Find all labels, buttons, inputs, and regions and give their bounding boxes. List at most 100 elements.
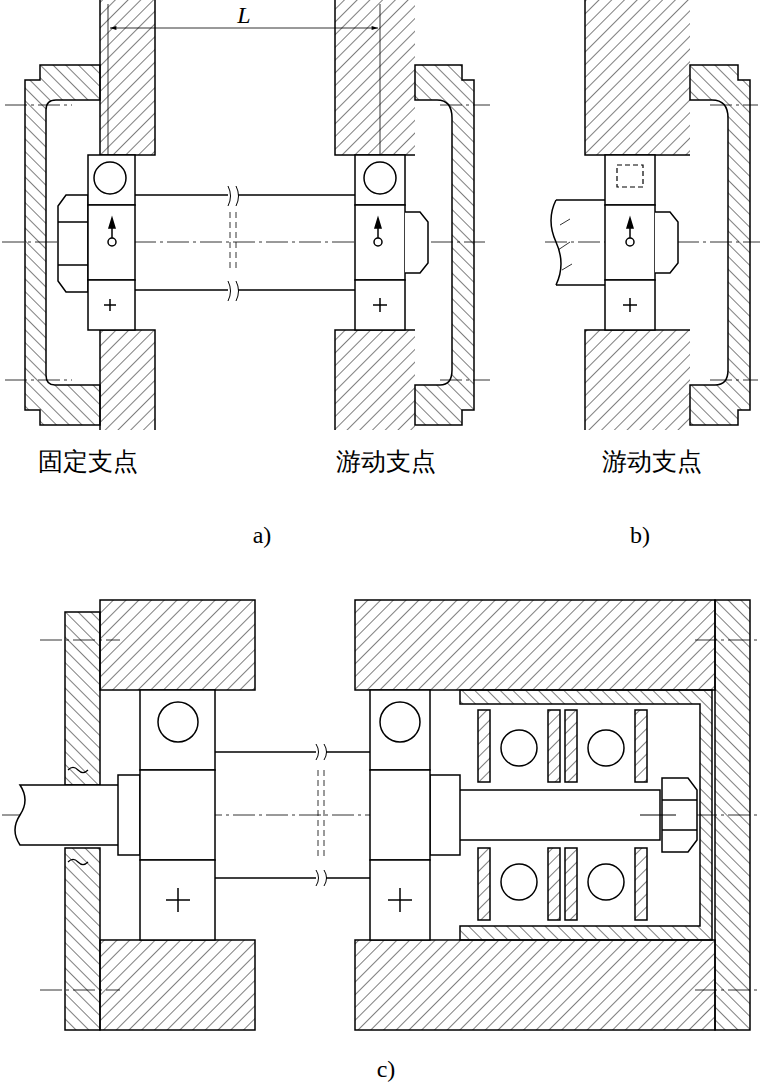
ball-bearing-part [355,155,405,205]
lock-nut-part [662,829,697,831]
lock-nut-part [58,221,88,223]
shaft [15,744,660,886]
ball-bearing-part [399,888,401,912]
roller-bearing-part [655,212,678,273]
roller-bearing-part [626,238,634,246]
shaft-part [551,200,561,285]
housing-wall [585,0,690,430]
thrust-bearing-part [548,848,560,920]
housing-wall-part [335,0,415,155]
housing-wall-part [585,330,690,430]
housing-wall-part [100,330,155,430]
ball-bearing-part [379,298,381,312]
end-cover-part [690,65,750,425]
shaft [551,200,605,285]
ball-bearing-part [375,218,381,228]
ball-bearing-part [405,212,428,273]
ball-bearing-part [355,205,405,280]
thrust-bearing-part [501,864,537,900]
housing-wall-part [355,940,715,1030]
shaft-part [228,186,239,301]
thrust-bearing-part [565,710,577,782]
roller-bearing [605,155,678,330]
figure-label: b) [630,522,650,548]
shaft-part [430,775,460,855]
shaft-part [135,289,228,291]
ball-bearing-part [94,162,126,194]
center-line [2,105,490,380]
housing-wall-part [585,330,690,430]
ball-bearing-part [88,280,135,330]
shaft-part [558,219,572,270]
housing-wall-part [100,330,155,430]
bearing-cup-part [460,690,712,940]
ball-bearing-part [109,218,115,228]
shaft-part [318,770,324,860]
lock-nut-part [58,264,88,266]
shaft [135,186,355,301]
housing-wall-part [585,0,690,155]
shaft-part [556,199,605,201]
ball-bearing-part [158,702,198,742]
thrust-bearing-part [548,710,560,782]
housing-wall-part [100,600,255,690]
ball-bearing [140,690,430,940]
lock-nut [58,195,88,292]
ball-bearing-part [108,238,116,246]
thrust-bearing-part [588,864,624,900]
shaft-part [230,212,236,272]
ball-bearing-part [374,238,382,246]
housing-wall [100,600,715,1030]
ball-bearing-part [364,162,396,194]
thrust-bearing-part [478,848,490,920]
ball-bearing-part [370,770,430,860]
housing-wall-part [100,0,155,155]
shaft-part [135,194,228,196]
shaft-part [238,194,355,196]
ball-bearing-part [177,888,179,912]
lock-nut [640,778,697,852]
roller-bearing-part [617,165,643,187]
ball-bearing [88,155,135,330]
roller-bearing-part [629,298,631,312]
ball-bearing-part [370,860,430,940]
housing-wall-part [585,0,690,155]
thrust-bearing-part [635,848,647,920]
roller-bearing-part [605,155,655,205]
end-cover-part [65,848,100,1030]
thrust-bearing-part [501,730,537,766]
housing-wall-part [335,330,415,430]
shaft-part [430,790,660,840]
end-cover-part [65,612,100,785]
support-label: 游动支点 [602,448,702,476]
figure-label: c) [377,1056,396,1082]
shaft-part [215,877,316,879]
dimension-label: L [237,2,250,28]
bearing-cup [460,690,712,940]
ball-bearing [355,155,428,330]
housing-wall [335,0,415,430]
ball-bearing-part [140,860,215,940]
shaft-part [238,289,355,291]
ball-bearing-part [140,770,215,860]
ball-bearing-part [380,702,420,742]
ball-bearing-part [88,205,135,280]
end-cover [690,65,750,425]
support-label: 游动支点 [336,448,436,476]
support-label: 固定支点 [38,448,138,476]
thrust-bearing-part [478,710,490,782]
thrust-bearing [478,710,647,920]
shaft-part [215,751,316,753]
center-line [2,640,760,990]
figure-label: a) [253,522,272,548]
shaft-part [326,751,370,753]
shaft-part [316,744,327,886]
housing-wall-part [335,0,415,155]
shaft-part [118,775,140,855]
thrust-bearing-part [588,730,624,766]
ball-bearing-part [370,690,430,770]
roller-bearing-part [605,280,655,330]
thrust-bearing-part [565,848,577,920]
end-cover-part [715,600,750,1030]
